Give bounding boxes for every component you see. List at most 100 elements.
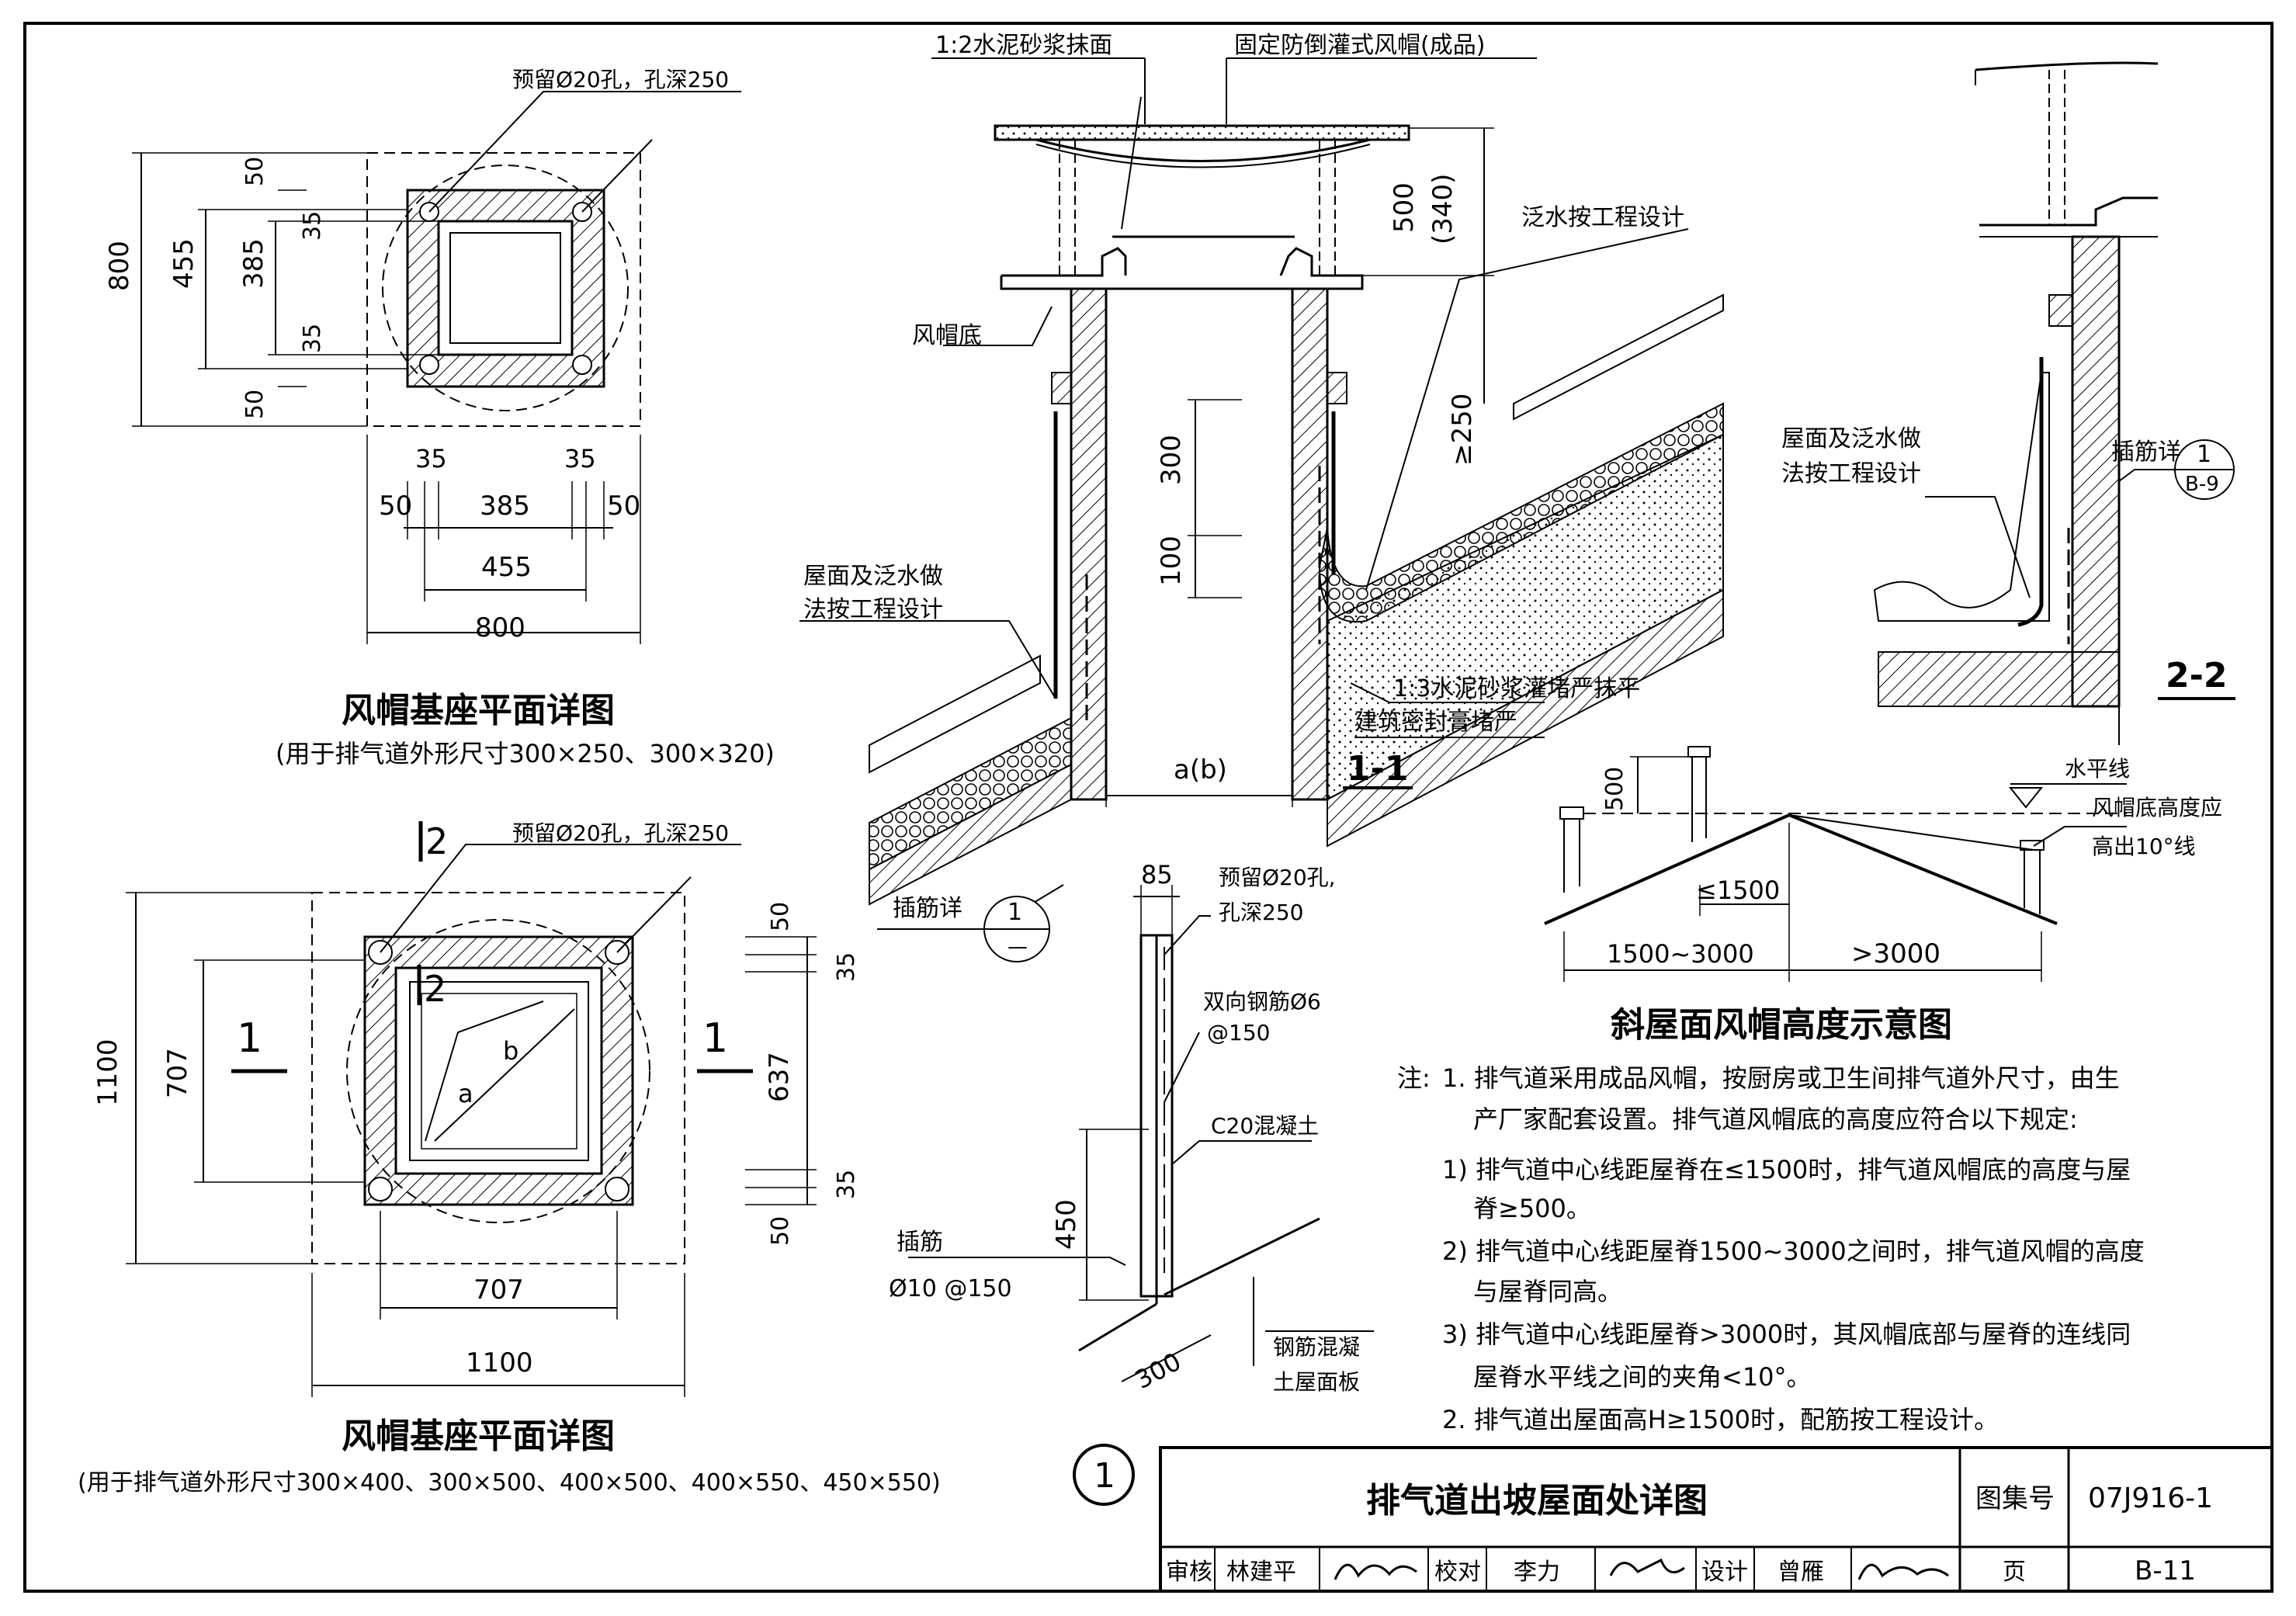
- tb-design-name: 曾雁: [1777, 1559, 1824, 1586]
- plan1-dim-385: 385: [238, 238, 269, 289]
- tb-atlas-label: 图集号: [1975, 1483, 2055, 1514]
- s11-label-sealant: 建筑密封膏堵严: [1354, 709, 1517, 736]
- plan1-dim-35-bottom: 35: [299, 324, 326, 353]
- plan2-annotation: 预留Ø20孔，孔深250: [512, 820, 729, 846]
- plan2-section-mark-right: 1: [702, 1015, 728, 1062]
- plan-detail-1: [132, 91, 741, 644]
- plan1-dim-50-right: 50: [607, 491, 640, 522]
- s11-detail-ref-bottom: —: [1008, 935, 1028, 959]
- plan2-dim-50-top: 50: [767, 902, 794, 931]
- s22-label-roof-2: 法按工程设计: [1781, 460, 1921, 487]
- tb-review-name: 林建平: [1226, 1559, 1296, 1586]
- plan1-dim-800-bottom: 800: [475, 612, 525, 643]
- note-1: 1. 排气道采用成品风帽，按厨房或卫生间排气道外尺寸，由生: [1442, 1063, 2120, 1093]
- plan1-subtitle: (用于排气道外形尺寸300×250、300×320): [276, 739, 775, 768]
- rebar-label-concrete: C20混凝土: [1211, 1113, 1319, 1139]
- s22-label-roof: 屋面及泛水做: [1781, 425, 1921, 453]
- signature-check: [1609, 1558, 1685, 1576]
- plan1-title: 风帽基座平面详图: [342, 691, 615, 730]
- plan1-annotation: 预留Ø20孔，孔深250: [512, 67, 729, 92]
- hd-title: 斜屋面风帽高度示意图: [1611, 1005, 1952, 1045]
- hd-dim-3000: >3000: [1851, 938, 1941, 969]
- plan2-dim-35-top: 35: [833, 952, 860, 982]
- s11-label-flashing: 泛水按工程设计: [1521, 204, 1684, 231]
- plan1-dim-50-top: 50: [241, 157, 269, 186]
- s22-detail-ref-bottom: B-9: [2185, 473, 2219, 496]
- rebar-label-bar: 双向钢筋Ø6: [1203, 989, 1321, 1014]
- rebar-label-slab: 钢筋混凝: [1273, 1334, 1360, 1360]
- plan2-section-mark-left: 1: [237, 1015, 262, 1062]
- section-1-1: [799, 57, 1724, 962]
- s11-label-roof-flashing: 屋面及泛水做: [803, 563, 943, 590]
- plan1-dim-50-bottom: 50: [241, 390, 269, 419]
- s11-section-title: 1-1: [1347, 749, 1409, 789]
- rebar-dim-300: 300: [1130, 1347, 1186, 1395]
- tb-atlas-no: 07J916-1: [2088, 1482, 2213, 1514]
- plan2-dim-637: 637: [764, 1052, 795, 1102]
- plan1-dim-385-bottom: 385: [480, 491, 530, 522]
- s11-dim-250: ≥250: [1447, 394, 1478, 466]
- rebar-label-bar-2: @150: [1207, 1020, 1270, 1046]
- s22-detail-ref-top: 1: [2197, 441, 2211, 468]
- hd-dim-1500: ≤1500: [1696, 876, 1780, 905]
- plan2-section-mark-inner: 2: [424, 968, 446, 1010]
- hd-label-angle-2: 高出10°线: [2092, 834, 2196, 859]
- plan1-dim-800: 800: [104, 241, 135, 291]
- s11-label-mortar-bottom: 1:3水泥砂浆灌堵严抹平: [1393, 675, 1640, 702]
- plan1-dim-35-left: 35: [415, 444, 447, 473]
- plan1-dim-35-top: 35: [299, 211, 326, 241]
- title-block: [1159, 1446, 2273, 1593]
- rebar-label-hole: 预留Ø20孔,: [1219, 865, 1336, 890]
- hd-label-level: 水平线: [2065, 756, 2130, 782]
- plan1-dim-50-left: 50: [379, 491, 412, 522]
- s11-label-rebar: 插筋详: [893, 895, 962, 922]
- plan1-dim-35-right: 35: [564, 444, 596, 473]
- plan2-title: 风帽基座平面详图: [342, 1417, 615, 1456]
- note-1-3b: 屋脊水平线之间的夹角<10°。: [1473, 1362, 1812, 1392]
- notes-lead: 注:: [1397, 1063, 1431, 1093]
- plan2-dim-707-bottom: 707: [473, 1274, 524, 1306]
- plan1-dim-455: 455: [168, 238, 199, 289]
- plan-detail-2: [126, 821, 817, 1397]
- s11-label-roof-flashing-2: 法按工程设计: [803, 596, 943, 623]
- rebar-label-slab-2: 土屋面板: [1273, 1369, 1360, 1395]
- plan2-subtitle: (用于排气道外形尺寸300×400、300×500、400×500、400×55…: [78, 1469, 941, 1496]
- section-2-2: [1873, 61, 2235, 745]
- rebar-label-insert: 插筋: [897, 1229, 943, 1256]
- tb-review-label: 审核: [1166, 1559, 1212, 1586]
- rebar-detail-number: 1: [1094, 1456, 1115, 1496]
- sheet-border: [23, 22, 2273, 1593]
- s11-dim-100: 100: [1156, 536, 1187, 586]
- signature-design: [1857, 1563, 1949, 1580]
- rebar-label-insert-2: Ø10 @150: [889, 1275, 1012, 1302]
- s22-section-title: 2-2: [2166, 656, 2228, 695]
- note-1-1: 1) 排气道中心线距屋脊在≤1500时，排气道风帽底的高度与屋: [1442, 1155, 2131, 1184]
- s11-label-hood-base: 风帽底: [912, 322, 982, 349]
- s11-dim-340: (340): [1427, 174, 1458, 244]
- rebar-label-hole-2: 孔深250: [1219, 900, 1303, 925]
- hd-dim-1500-3000: 1500~3000: [1607, 939, 1754, 969]
- s22-label-rebar: 插筋详: [2111, 439, 2181, 466]
- plan2-dim-707-left: 707: [162, 1048, 193, 1098]
- plan2-dim-a: a: [458, 1079, 473, 1108]
- tb-drawing-title: 排气道出坡屋面处详图: [1366, 1481, 1708, 1521]
- plan2-dim-b: b: [503, 1036, 519, 1066]
- hd-dim-500: 500: [1601, 767, 1628, 811]
- signature-review: [1334, 1563, 1417, 1580]
- notes: 注: 1. 排气道采用成品风帽，按厨房或卫生间排气道外尺寸，由生 产厂家配套设置…: [1397, 1063, 2145, 1434]
- tb-check-name: 李力: [1514, 1559, 1560, 1586]
- plan2-dim-1100-left: 1100: [92, 1039, 123, 1106]
- s11-dim-ab: a(b): [1174, 754, 1227, 785]
- note-2: 2. 排气道出屋面高H≥1500时，配筋按工程设计。: [1442, 1405, 1999, 1434]
- note-1-2b: 与屋脊同高。: [1473, 1277, 1622, 1306]
- rebar-dim-450: 450: [1051, 1199, 1082, 1250]
- rebar-dim-85: 85: [1141, 860, 1173, 889]
- tb-page-no: B-11: [2135, 1555, 2196, 1587]
- tb-page-label: 页: [2003, 1559, 2026, 1586]
- tb-design-label: 设计: [1701, 1559, 1748, 1586]
- s11-label-hood: 固定防倒灌式风帽(成品): [1234, 32, 1485, 59]
- plan2-dim-50-bottom: 50: [767, 1216, 794, 1246]
- height-diagram: [1544, 746, 2127, 982]
- plan2-dim-35-bottom: 35: [833, 1170, 860, 1199]
